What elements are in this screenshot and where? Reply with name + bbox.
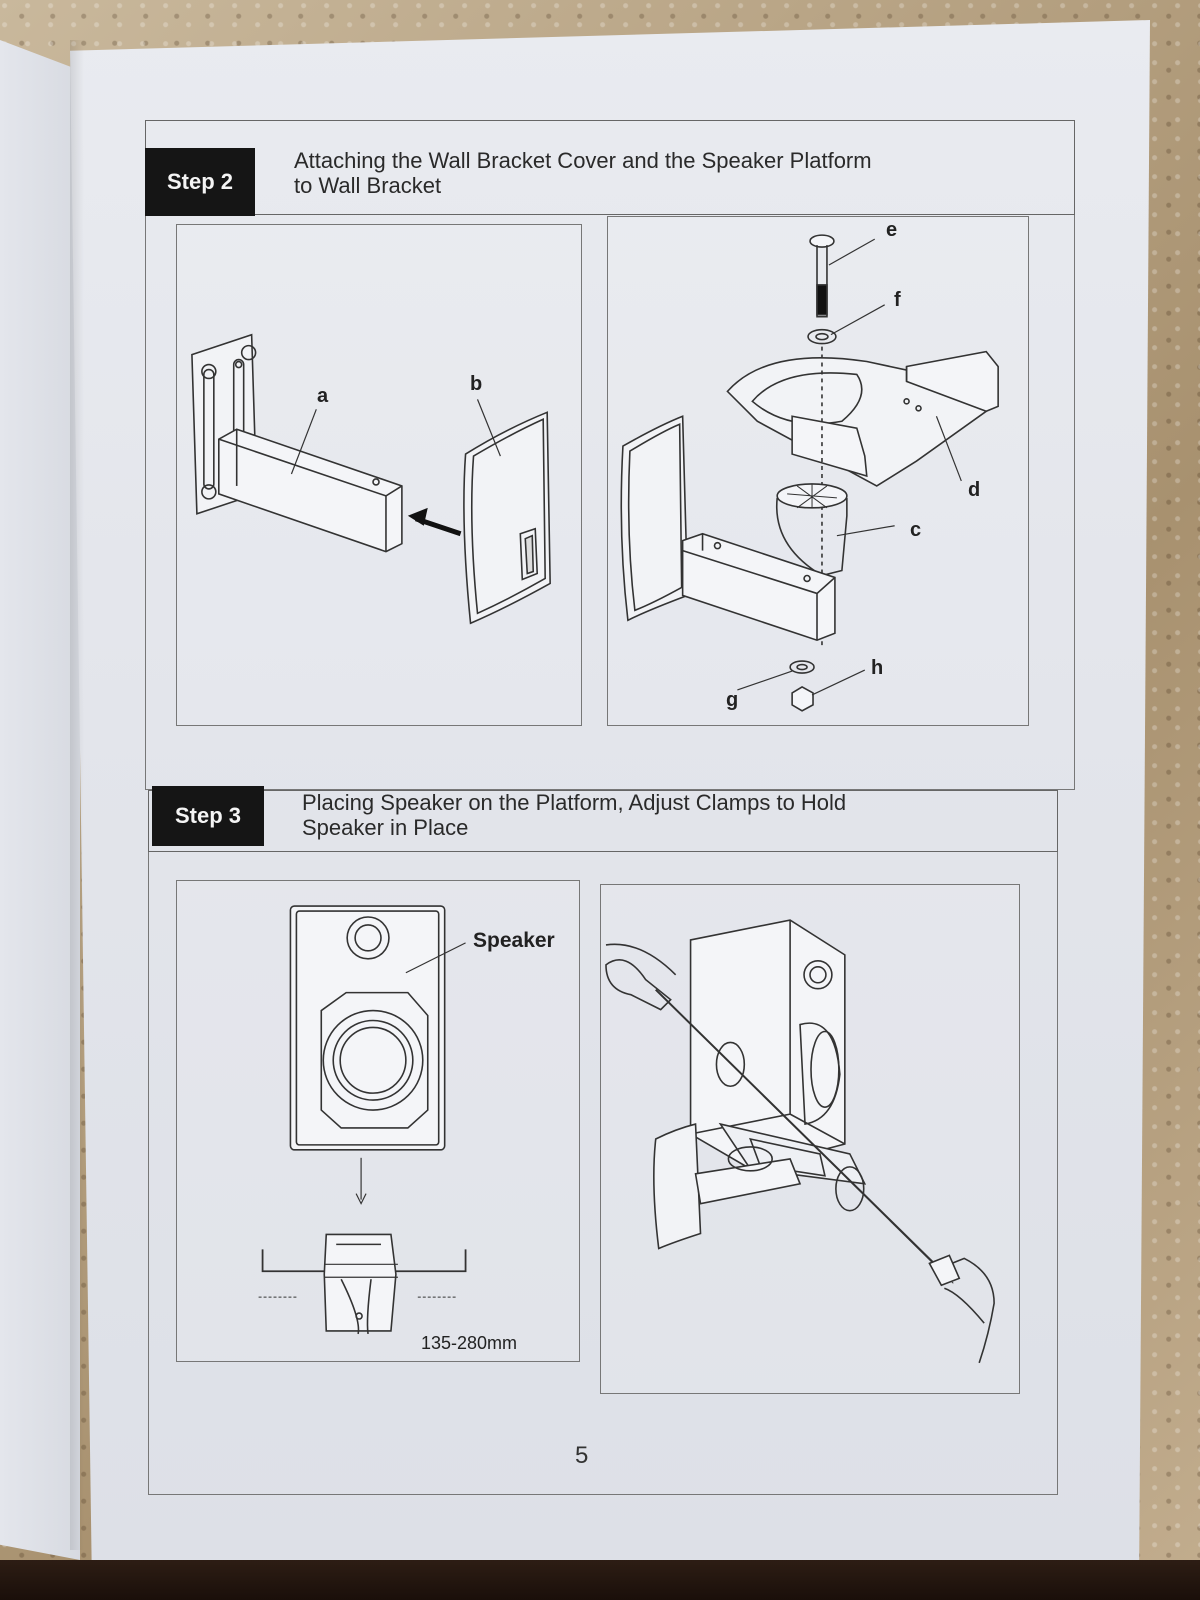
left-page-edge [0, 40, 80, 1560]
part-label-e: e [886, 219, 898, 241]
step3-title: Placing Speaker on the Platform, Adjust … [302, 790, 1022, 840]
step2-title-line1: Attaching the Wall Bracket Cover and the… [294, 148, 872, 173]
part-label-h: h [871, 657, 884, 679]
insert-arrow-icon [407, 507, 462, 537]
part-label-f: f [894, 289, 901, 311]
step3-title-line1: Placing Speaker on the Platform, Adjust … [302, 790, 847, 815]
part-label-g: g [726, 689, 739, 711]
table-shadow [0, 1560, 1200, 1600]
adjust-clamps-illustration [605, 919, 995, 1364]
part-label-b: b [470, 373, 483, 395]
part-label-c: c [910, 519, 922, 541]
step3-figure-speaker-placement: Speaker 135-280mm [176, 880, 580, 1362]
step3-header [148, 790, 1058, 852]
page-gutter [70, 40, 84, 1550]
step2-figure-platform-exploded: e f d c g h [607, 216, 1029, 726]
part-label-a: a [317, 385, 329, 407]
part-label-d: d [968, 479, 981, 501]
platform-exploded-illustration [620, 234, 999, 712]
clamp-range-label: 135-280mm [421, 1333, 518, 1353]
step3-figure-adjust-clamps [600, 884, 1020, 1394]
step2-badge: Step 2 [145, 148, 255, 216]
step2-title-line2: to Wall Bracket [294, 173, 442, 198]
step3-badge: Step 3 [152, 786, 264, 846]
speaker-placement-illustration [258, 905, 467, 1335]
step2-title: Attaching the Wall Bracket Cover and the… [294, 148, 1054, 198]
step2-figure-bracket-cover: a b [176, 224, 582, 726]
page-number: 5 [575, 1442, 589, 1469]
speaker-label: Speaker [473, 929, 555, 952]
step3-title-line2: Speaker in Place [302, 815, 469, 840]
bracket-cover-illustration [191, 333, 551, 625]
